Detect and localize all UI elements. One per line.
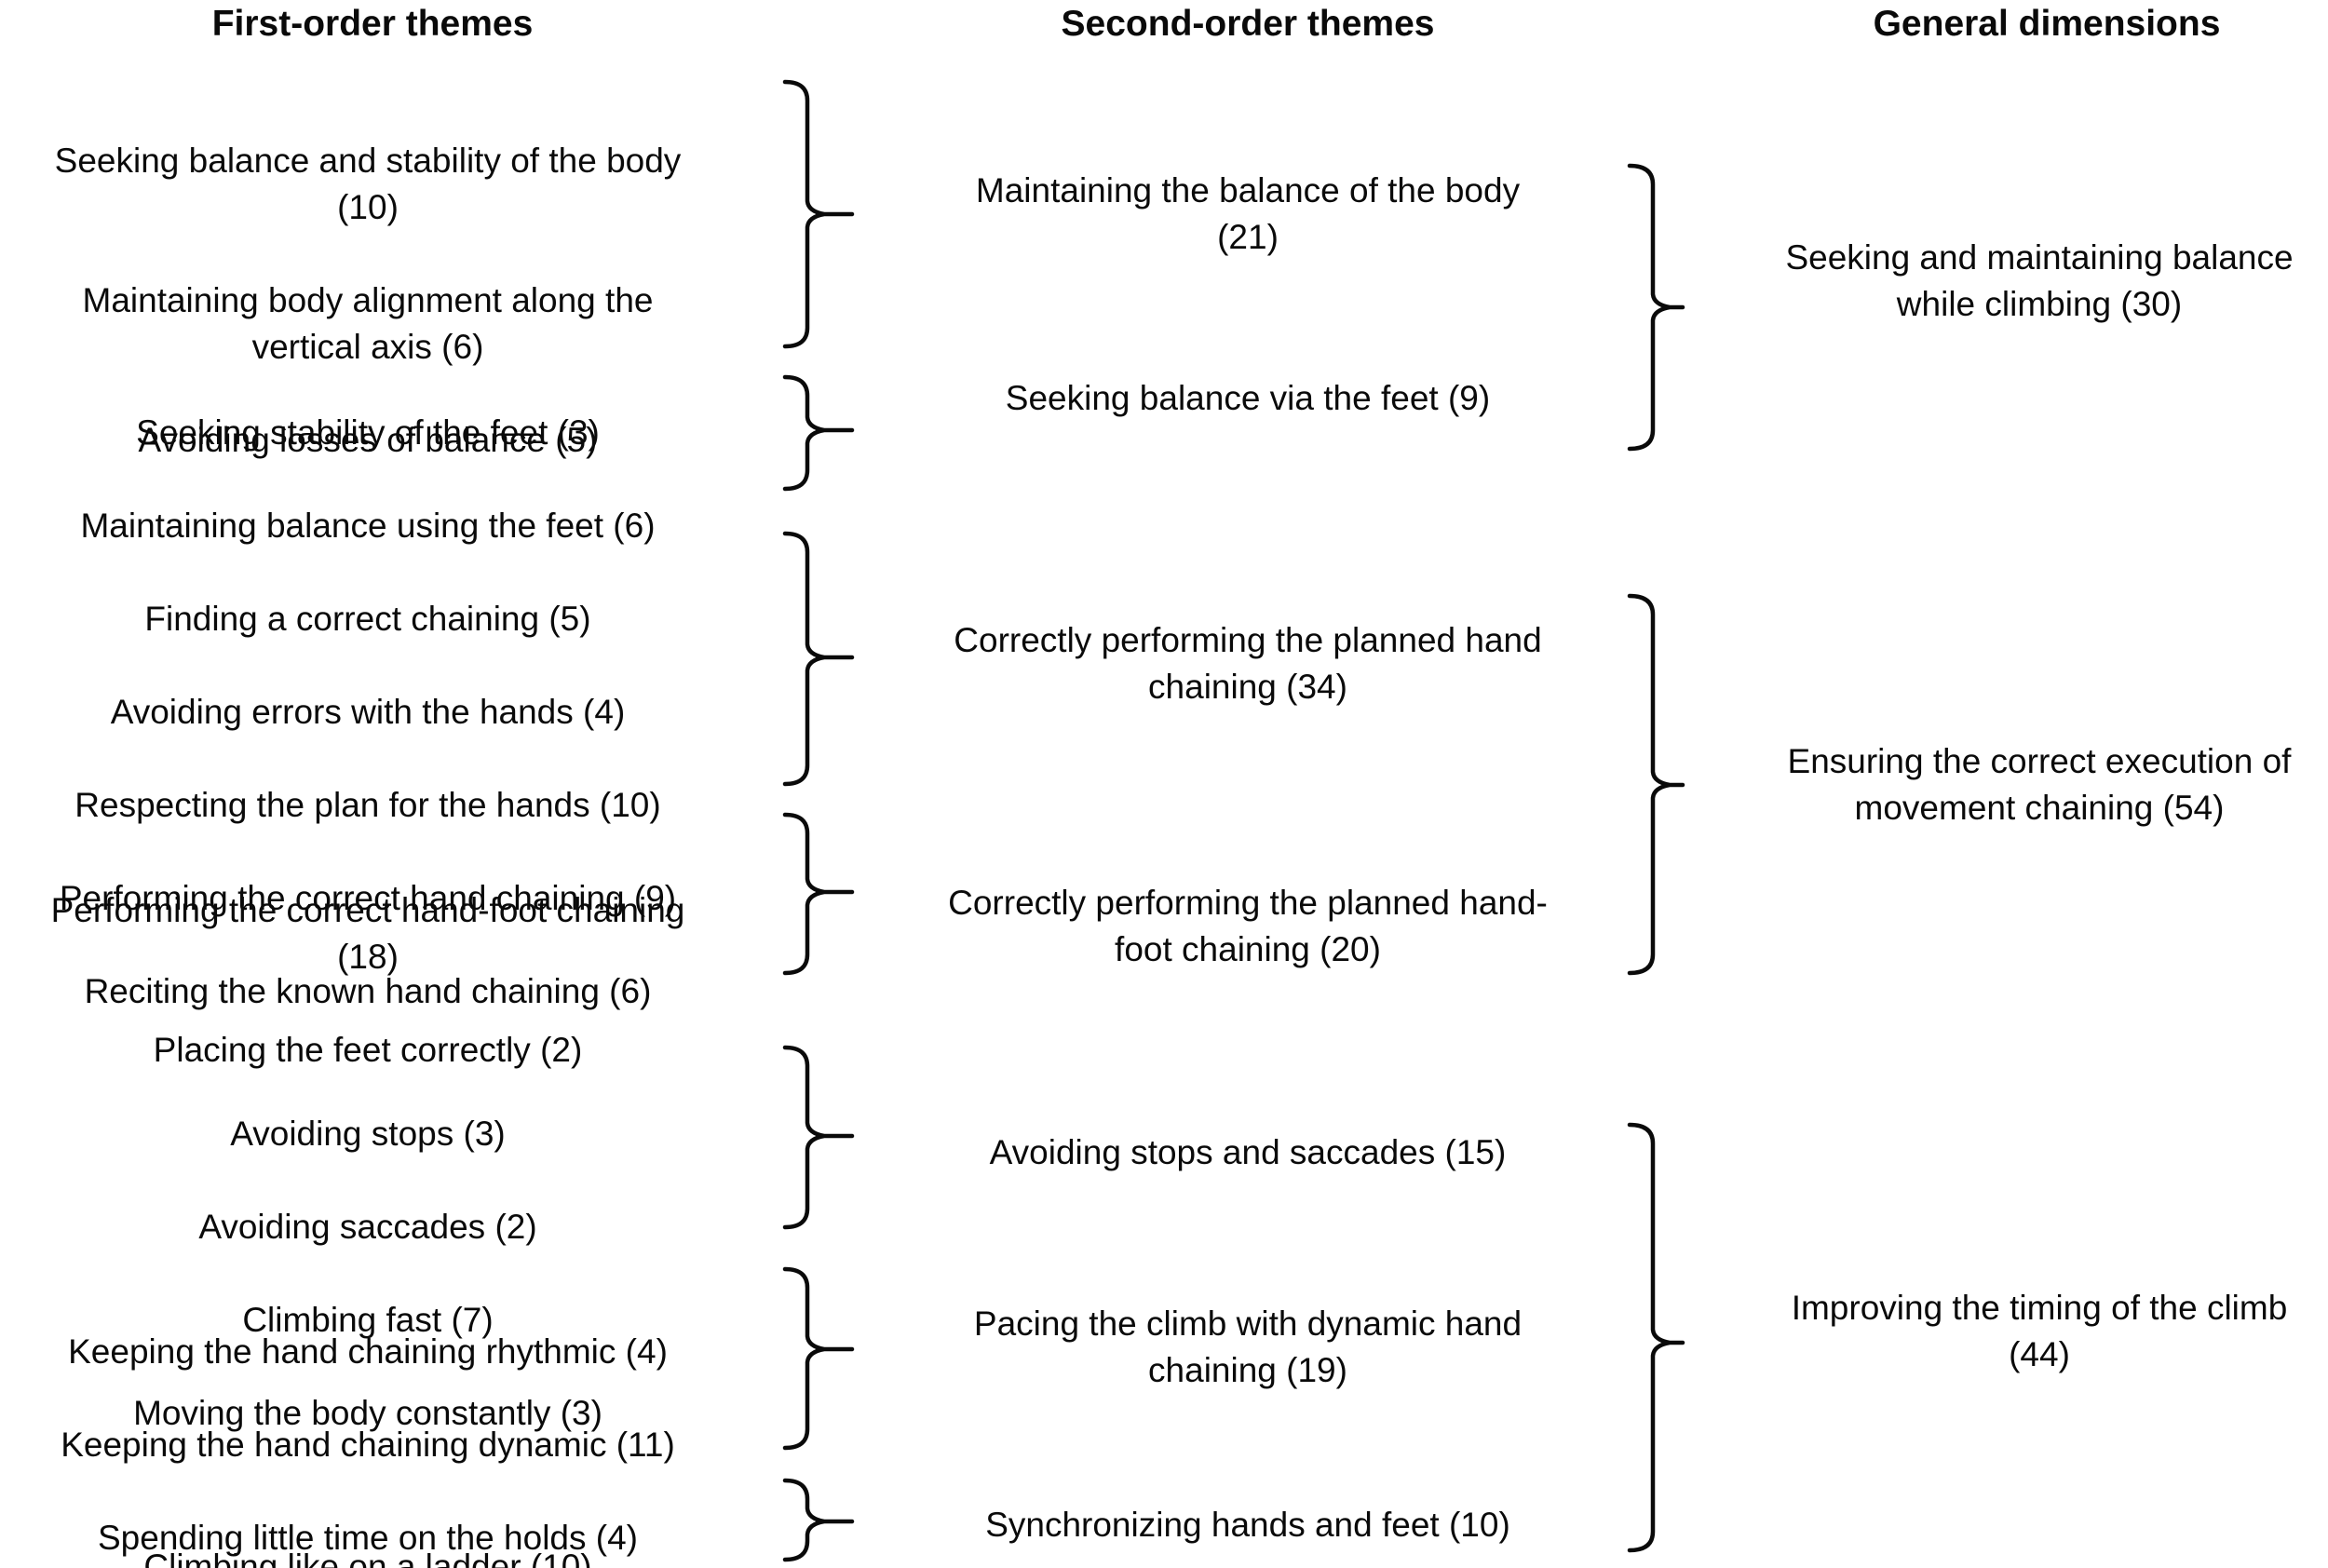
general-dimension: Improving the timing of the climb (44) [1791,1289,2288,1373]
grouping-brace [1627,593,1685,976]
first-order-theme: Placing the feet correctly (2) [153,1031,583,1069]
second-order-theme: Seeking balance via the feet (9) [1005,379,1491,417]
first-order-theme: Keeping the hand chaining dynamic (11) [61,1426,675,1464]
first-order-theme: Seeking stability of the feet (3) [136,413,600,452]
first-order-theme: Avoiding stops (3) [230,1115,506,1153]
second-order-theme: Synchronizing hands and feet (10) [985,1506,1510,1544]
first-order-theme: Keeping the hand chaining rhythmic (4) [68,1332,668,1371]
second-order-theme: Correctly performing the planned hand- f… [948,884,1548,968]
second-order-theme: Correctly performing the planned hand ch… [954,621,1542,706]
first-order-theme: Reciting the known hand chaining (6) [84,972,652,1010]
general-dimension: Ensuring the correct execution of moveme… [1787,742,2292,827]
first-order-theme: Climbing fast (7) [242,1301,494,1339]
first-order-theme: Performing the correct hand chaining (9) [59,879,677,917]
grouping-brace [1627,163,1685,452]
column-header-second-order: Second-order themes [1061,4,1435,44]
first-order-group-hand-chaining: Finding a correct chaining (5) Avoiding … [0,549,736,1061]
first-order-theme: Maintaining body alignment along the ver… [82,281,654,366]
grouping-brace [782,79,855,349]
first-order-theme: Avoiding losses of balance (5) [138,421,598,459]
second-order-theme: Pacing the climb with dynamic hand chain… [973,1304,1523,1389]
grouping-brace [782,812,855,976]
grouping-brace [782,1266,855,1451]
first-order-theme: Climbing like on a ladder (10) [143,1548,592,1568]
first-order-theme: Respecting the plan for the hands (10) [74,786,661,824]
first-order-theme: Moving the body constantly (3) [133,1394,602,1432]
general-dimension: Seeking and maintaining balance while cl… [1785,238,2294,323]
first-order-group-stops-saccades: Avoiding stops (3) Avoiding saccades (2)… [0,1064,736,1483]
grouping-brace [1627,1122,1685,1553]
grouping-brace [782,1045,855,1230]
first-order-group-hand-foot-chaining: Performing the correct hand-foot chainin… [0,841,736,1120]
column-header-first-order: First-order themes [211,4,534,44]
first-order-theme: Spending little time on the holds (4) [97,1519,638,1557]
first-order-theme: Seeking balance and stability of the bod… [54,142,682,226]
grouping-brace [782,531,855,787]
first-order-theme: Avoiding errors with the hands (4) [110,693,626,731]
first-order-theme: Performing the correct hand-foot chainin… [50,891,685,976]
column-header-general-dimensions: General dimensions [1873,4,2221,44]
second-order-theme: Avoiding stops and saccades (15) [989,1133,1507,1171]
grouping-brace [782,1478,855,1562]
first-order-group-balance-body: Seeking balance and stability of the bod… [0,91,736,510]
grouping-brace [782,374,855,492]
first-order-theme: Avoiding saccades (2) [198,1208,537,1246]
first-order-theme: Finding a correct chaining (5) [144,600,591,638]
first-order-group-balance-feet: Seeking stability of the feet (3) Mainta… [0,363,736,596]
second-order-theme: Maintaining the balance of the body (21) [975,171,1521,256]
first-order-theme: Maintaining balance using the feet (6) [80,507,656,545]
first-order-group-dynamic-chaining: Keeping the hand chaining rhythmic (4) K… [0,1282,736,1568]
first-order-group-ladder: Climbing like on a ladder (10) [0,1497,736,1568]
